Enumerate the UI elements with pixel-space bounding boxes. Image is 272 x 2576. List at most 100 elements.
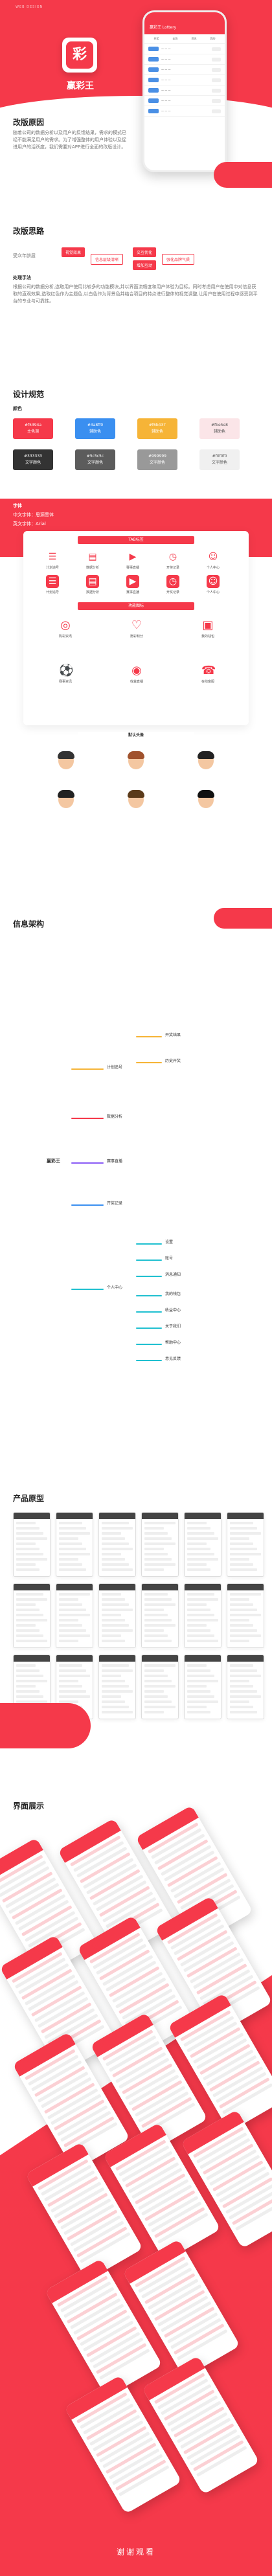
func-glyph-icon: ☎ — [201, 664, 216, 677]
mindmap-branch — [136, 1328, 162, 1329]
app-logo: 彩 — [62, 38, 97, 73]
mindmap-node: 赛事直播 — [107, 1159, 123, 1164]
phone-tabs: 开奖 走势 资讯 我的 — [144, 34, 225, 44]
func-icon-label: 赛事资讯 — [58, 680, 72, 684]
func-glyph-icon: ◎ — [60, 618, 71, 632]
swatch-name: 主色调 — [27, 429, 39, 434]
swatch-name: 文字颜色 — [25, 460, 41, 465]
thinking-tag: 增加互动 — [133, 260, 157, 270]
func-glyph-icon: ▣ — [202, 618, 214, 632]
deco-shape — [0, 1703, 91, 1748]
swatch-name: 辅助色 — [89, 429, 101, 434]
tab-icon-label: 个人中心 — [206, 566, 220, 570]
tab-icon-label: 数据分析 — [85, 591, 99, 594]
mindmap-node: 开奖结果 — [165, 1033, 181, 1037]
tab-glyph-icon: ☰ — [48, 552, 57, 562]
section-title-ia: 信息架构 — [13, 920, 45, 929]
thinking-tag: 交互优化 — [133, 247, 157, 257]
list-item: — — — — [144, 75, 225, 85]
prototype-screen — [141, 1583, 179, 1648]
mindmap-branch — [71, 1118, 104, 1119]
tab-glyph-icon: ▤ — [88, 552, 97, 562]
avatar — [51, 745, 82, 776]
color-title: 颜色 — [13, 406, 22, 411]
tab-icon-label: 开奖记录 — [166, 591, 179, 594]
tab-icon-label: 数据分析 — [85, 566, 99, 570]
thinking-tag: 强化品牌气质 — [162, 254, 195, 265]
mindmap-node: 消息通知 — [165, 1272, 181, 1277]
func-icon-title: 功能图标 — [78, 602, 194, 610]
font-title: 字体 — [13, 503, 22, 508]
tab-icon-label: 个人中心 — [206, 591, 220, 594]
mindmap-node: 帮助中心 — [165, 1340, 181, 1345]
mindmap-node: 开奖记录 — [107, 1201, 123, 1206]
section-title-background: 改版原因 — [13, 118, 45, 127]
tab-glyph-icon: ▶ — [129, 552, 137, 562]
prototype-screen — [56, 1583, 93, 1648]
mindmap-root: 赢彩王 — [47, 1158, 60, 1164]
color-swatch: #3a8ff0 辅助色 — [75, 418, 115, 439]
func-icon: ⚽ 赛事资讯 — [52, 664, 79, 684]
list-item: — — — — [144, 65, 225, 75]
mindmap-branch — [71, 1204, 104, 1206]
tab-glyph-icon: ◷ — [168, 552, 177, 562]
prototype-screen — [141, 1655, 179, 1719]
func-icon: ◎ 购彩资讯 — [52, 618, 79, 639]
app-name: 赢彩王 — [67, 81, 94, 91]
color-swatch: #f6b437 辅助色 — [137, 418, 177, 439]
tab-icon: ◷开奖记录 — [159, 550, 187, 570]
swatch-name: 辅助色 — [151, 429, 163, 434]
mindmap-branch — [71, 1162, 104, 1164]
tab-glyph-icon: ☺ — [208, 552, 218, 562]
mindmap-node: 收益中心 — [165, 1308, 181, 1313]
tab-glyph-icon: ☺ — [207, 575, 220, 588]
prototype-screen — [184, 1655, 221, 1719]
deco-shape — [214, 908, 272, 929]
list-item: — — — — [144, 54, 225, 65]
swatch-hex: #f6b437 — [148, 423, 166, 427]
tab-icon: ▶赛事直播 — [119, 550, 146, 570]
prototype-screen — [141, 1512, 179, 1577]
hero-design-label: WEB DESIGN — [16, 5, 43, 9]
mindmap-node: 计划追号 — [107, 1065, 123, 1070]
swatch-hex: #5c5c5c — [86, 454, 104, 458]
mindmap-node: 账号 — [165, 1256, 174, 1261]
swatch-hex: #fbe5e8 — [211, 423, 228, 427]
swatch-hex: #f5394a — [24, 423, 42, 427]
func-icon-label: 购彩资讯 — [58, 635, 72, 638]
audience-label: 受众年龄层 — [13, 253, 36, 258]
mindmap-node: 个人中心 — [107, 1285, 123, 1290]
hero-banner: WEB DESIGN 彩 赢彩王 — [0, 0, 272, 110]
prototype-screen — [227, 1655, 264, 1719]
phone-tab[interactable]: 走势 — [172, 37, 178, 40]
list-item: — — — — [144, 44, 225, 54]
tab-icon: ▤数据分析 — [79, 575, 106, 594]
tab-icon-label: 计划追号 — [45, 591, 59, 594]
avatar — [190, 745, 221, 776]
avatar-title: 默认头像 — [78, 732, 194, 740]
mindmap-branch — [136, 1243, 162, 1245]
tab-icon: ◷开奖记录 — [159, 575, 187, 594]
mindmap-branch — [136, 1295, 162, 1296]
list-item: — — — — [144, 106, 225, 117]
func-glyph-icon: ⚽ — [59, 664, 74, 677]
logo-char: 彩 — [66, 41, 93, 69]
mindmap-node: 设置 — [165, 1240, 174, 1245]
mindmap-node: 意见反馈 — [165, 1357, 181, 1361]
prototype-screen — [13, 1512, 51, 1577]
tab-icon: ☺ 个人中心 — [199, 575, 227, 594]
swatch-hex: #3a8ff0 — [87, 423, 104, 427]
swatch-name: 文字颜色 — [149, 460, 165, 465]
hero-phone-mockup: 赢彩王 Lottery 开奖 走势 资讯 我的 — — — — — — — — … — [142, 10, 227, 172]
avatar — [190, 784, 221, 815]
func-icon: ◉收益直播 — [123, 664, 150, 684]
phone-tab[interactable]: 资讯 — [191, 37, 197, 40]
mindmap-branch — [136, 1260, 162, 1261]
func-icon: ♡赠彩积分 — [123, 619, 150, 639]
phone-tab[interactable]: 开奖 — [153, 37, 159, 40]
phone-tab[interactable]: 我的 — [210, 37, 216, 40]
